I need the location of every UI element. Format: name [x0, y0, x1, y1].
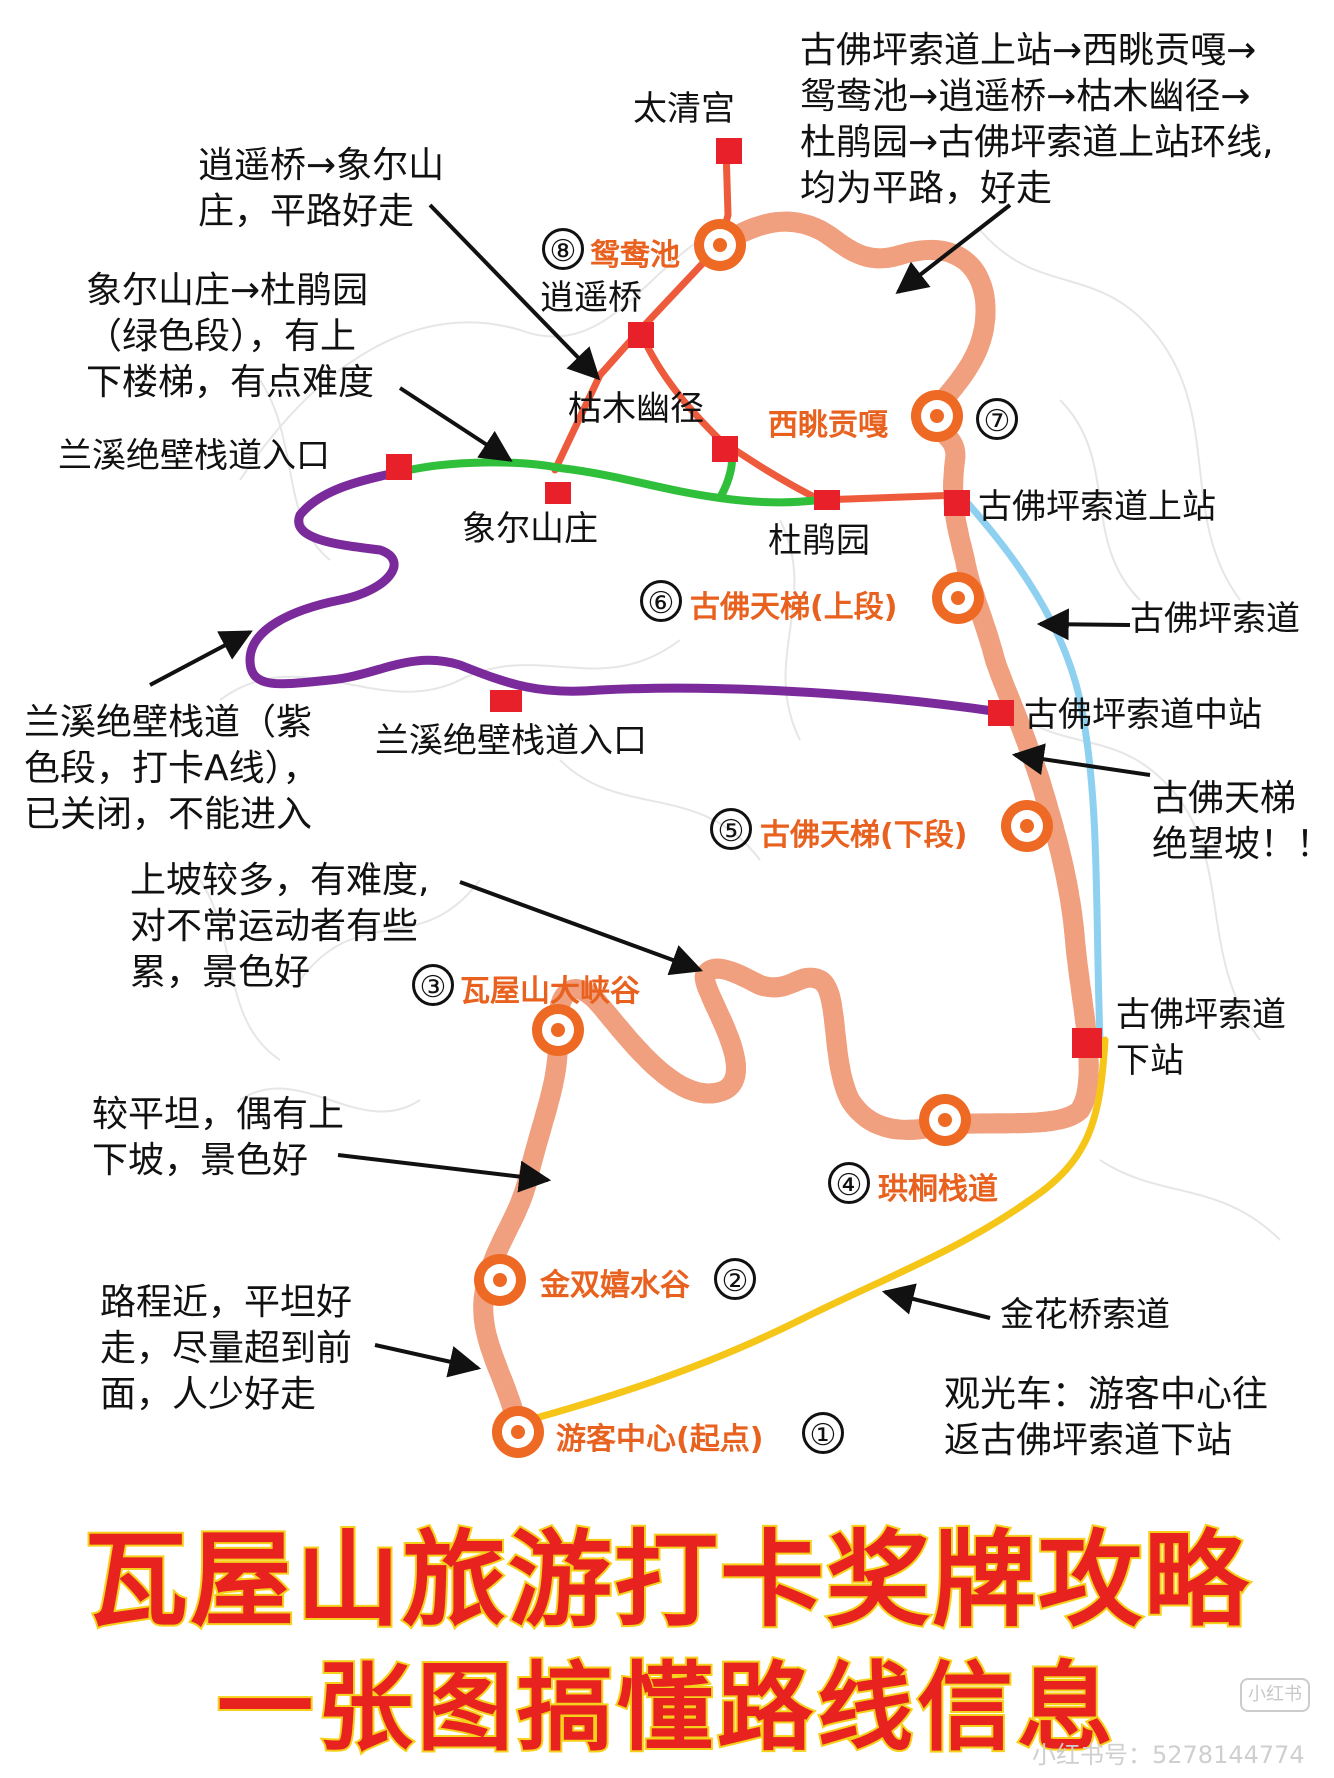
pin-icon	[694, 219, 746, 271]
purple-trail	[245, 467, 1005, 717]
marker-xiaoyao	[628, 322, 654, 348]
pin-icon	[919, 1094, 971, 1146]
place-lanxi-top: 兰溪绝壁栈道入口	[58, 436, 330, 476]
spot-name: 古佛天梯(下段)	[760, 818, 968, 853]
note-loop: 古佛坪索道上站→西眺贡嘎→鸳鸯池→逍遥桥→枯木幽径→杜鹃园→古佛坪索道上站环线,…	[800, 30, 1274, 210]
place-cable-name: 古佛坪索道	[1130, 599, 1300, 639]
spot-number: ⑦	[976, 398, 1018, 440]
page-title: 瓦屋山旅游打卡奖牌攻略	[82, 1517, 1250, 1643]
place-cable-mid: 古佛坪索道中站	[1024, 695, 1262, 735]
pin-icon	[532, 1004, 584, 1056]
main-trail	[483, 222, 1088, 1442]
marker-xianger	[545, 482, 571, 504]
watermark-id: 小红书号：5278144774	[1032, 1741, 1305, 1769]
place-dujuan: 杜鹃园	[768, 521, 870, 561]
spot-number: ①	[802, 1412, 844, 1454]
spot-name: 西眺贡嘎	[768, 408, 888, 443]
spot-name: 古佛天梯(上段)	[690, 590, 898, 625]
spot-number: ⑧	[542, 228, 584, 270]
terrain-background	[199, 229, 1281, 1241]
place-xianger: 象尔山庄	[462, 509, 598, 549]
pin-icon	[911, 390, 963, 442]
place-lanxi-mid: 兰溪绝壁栈道入口	[375, 721, 647, 761]
spot-name: 珙桐栈道	[878, 1172, 998, 1207]
note-near: 路程近，平坦好走，尽量超到前面，人少好走	[100, 1282, 353, 1416]
marker-taiqing	[716, 138, 742, 164]
marker-kumu	[712, 436, 738, 462]
pin-icon	[474, 1254, 526, 1306]
note-bus: 观光车：游客中心往返古佛坪索道下站	[944, 1374, 1269, 1462]
place-markers	[386, 138, 1102, 1058]
place-taiqing: 太清宫	[633, 89, 735, 129]
spot-name: 游客中心(起点)	[556, 1422, 764, 1457]
marker-lanxi-mid	[490, 690, 522, 712]
note-green: 象尔山庄→杜鹃园（绿色段），有上下楼梯，有点难度	[86, 270, 375, 404]
pin-icon	[1001, 800, 1053, 852]
cable-line-jinhuaqiao	[532, 1036, 1109, 1422]
annotation-arrows	[149, 203, 1151, 1378]
spot-name: 鸳鸯池	[590, 238, 680, 273]
spot-name: 瓦屋山大峡谷	[460, 974, 640, 1009]
place-cable-top: 古佛坪索道上站	[978, 487, 1216, 527]
place-jinhua: 金花桥索道	[1000, 1295, 1170, 1335]
place-xiaoyao: 逍遥桥	[540, 278, 642, 318]
spot-number: ②	[714, 1258, 756, 1300]
spot-name: 金双嬉水谷	[540, 1268, 690, 1303]
note-uphill: 上坡较多，有难度,对不常运动者有些累，景色好	[130, 860, 430, 994]
pin-icon	[492, 1406, 544, 1458]
spot-number: ⑥	[640, 580, 682, 622]
marker-cable-bottom	[1072, 1028, 1102, 1058]
scenic-spot-pins	[474, 219, 1053, 1458]
watermark-logo: 小红书	[1240, 1678, 1310, 1712]
marker-cable-top	[944, 490, 970, 516]
spot-number: ③	[412, 964, 454, 1006]
marker-dujuan	[814, 490, 840, 510]
pin-icon	[932, 572, 984, 624]
green-trail	[396, 446, 824, 507]
page-subtitle: 一张图搞懂路线信息	[215, 1650, 1117, 1766]
note-xiaoyao: 逍遥桥→象尔山庄，平路好走	[198, 145, 445, 233]
place-cable-bottom-2: 下站	[1116, 1041, 1184, 1081]
marker-cable-mid	[988, 700, 1014, 726]
note-purple: 兰溪绝壁栈道（紫色段，打卡A线），已关闭，不能进入	[24, 702, 319, 836]
spot-number: ⑤	[710, 808, 752, 850]
place-kumu: 枯木幽径	[568, 389, 704, 429]
note-flat: 较平坦，偶有上下坡，景色好	[92, 1094, 345, 1182]
marker-lanxi-top	[386, 454, 412, 480]
note-despair: 古佛天梯绝望坡！！	[1152, 778, 1333, 866]
cable-line-gufoping	[961, 496, 1104, 1044]
spot-number: ④	[828, 1162, 870, 1204]
place-cable-bottom-1: 古佛坪索道	[1116, 995, 1286, 1035]
